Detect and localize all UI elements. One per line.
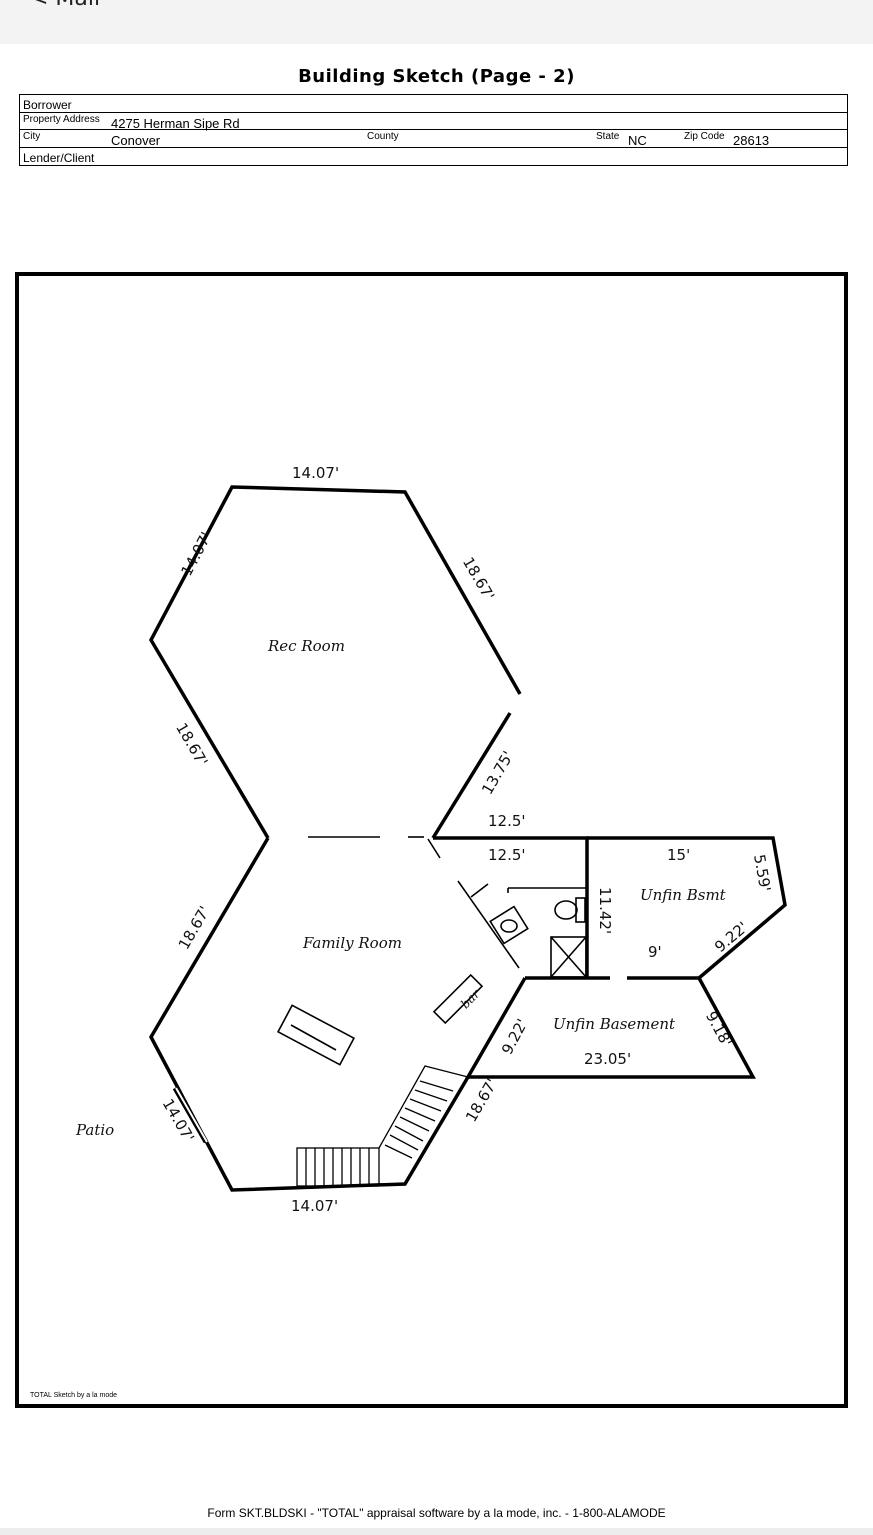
borrower-label: Borrower bbox=[23, 98, 72, 112]
dim-fam-top: 12.5' bbox=[488, 846, 526, 864]
unfin-basement-label: Unfin Basement bbox=[553, 1015, 676, 1033]
patio-label: Patio bbox=[75, 1121, 114, 1139]
dim-base-bottom: 23.05' bbox=[584, 1050, 631, 1068]
toilet-bowl bbox=[554, 900, 578, 920]
header-form: Borrower Property Address 4275 Herman Si… bbox=[19, 94, 848, 166]
shower bbox=[550, 936, 587, 978]
zip-value: 28613 bbox=[733, 133, 770, 148]
zip-label: Zip Code bbox=[684, 131, 725, 142]
county-label: County bbox=[367, 131, 399, 142]
unfin-basement-wall bbox=[464, 977, 756, 1079]
sketch-credit: TOTAL Sketch by a la mode bbox=[30, 1392, 117, 1399]
dim-base-left: 9.22' bbox=[498, 1016, 532, 1058]
unfin-bsmt-label: Unfin Bsmt bbox=[640, 886, 727, 904]
stairs-diagonal bbox=[378, 1065, 470, 1167]
address-row: Property Address 4275 Herman Sipe Rd bbox=[20, 112, 847, 131]
city-value: Conover bbox=[111, 133, 161, 148]
sink bbox=[489, 905, 529, 945]
dim-bath-right: 11.42' bbox=[596, 887, 614, 934]
city-row: City Conover County State NC Zip Code 28… bbox=[20, 129, 847, 148]
sketch-frame bbox=[15, 272, 848, 1408]
door-line bbox=[427, 838, 441, 859]
back-to-mail-link[interactable]: < Mail bbox=[30, 0, 100, 11]
rec-room-wall bbox=[148, 485, 522, 839]
dim-fam-left: 18.67' bbox=[175, 903, 214, 953]
dim-bsmt-bottom: 9' bbox=[648, 943, 662, 961]
lender-row: Lender/Client bbox=[20, 147, 847, 165]
dim-base-right: 9.18' bbox=[702, 1008, 736, 1050]
lender-label: Lender/Client bbox=[23, 151, 95, 165]
borrower-row: Borrower bbox=[20, 95, 847, 113]
mail-top-bar: < Mail bbox=[0, 0, 873, 44]
rec-room-label: Rec Room bbox=[267, 637, 345, 655]
family-room-label: Family Room bbox=[302, 934, 402, 952]
coffee-table bbox=[276, 1004, 356, 1066]
form-footer: Form SKT.BLDSKI - "TOTAL" appraisal soft… bbox=[207, 1506, 666, 1520]
coffee-table-line bbox=[290, 1024, 337, 1051]
bottom-bar bbox=[0, 1528, 873, 1535]
dim-rec-bottomleft: 18.67' bbox=[172, 720, 211, 770]
dim-rec-top: 14.07' bbox=[292, 464, 339, 482]
door-jamb bbox=[470, 883, 489, 898]
unfin-bsmt-wall bbox=[587, 836, 787, 980]
state-label: State bbox=[596, 131, 620, 142]
dim-bsmt-top: 15' bbox=[667, 846, 690, 864]
rec-room-lower-right-wall bbox=[431, 712, 512, 839]
stairs-bottom bbox=[296, 1147, 380, 1187]
dim-fam-bottomright: 18.67' bbox=[462, 1075, 501, 1125]
dim-rec-bottom: 12.5' bbox=[488, 812, 526, 830]
address-label: Property Address bbox=[23, 114, 100, 125]
address-value: 4275 Herman Sipe Rd bbox=[111, 116, 240, 131]
bar-counter bbox=[432, 973, 484, 1025]
dim-bsmt-right: 5.59' bbox=[750, 853, 774, 893]
sink-bowl bbox=[500, 919, 518, 933]
city-label: City bbox=[23, 131, 41, 142]
dim-fam-bottom: 14.07' bbox=[291, 1197, 338, 1215]
state-value: NC bbox=[628, 133, 647, 148]
toilet-tank bbox=[575, 897, 586, 923]
page-title: Building Sketch (Page - 2) bbox=[298, 66, 575, 87]
dim-rec-topleft: 14.07' bbox=[177, 529, 215, 579]
bath-diag-wall bbox=[457, 880, 520, 969]
